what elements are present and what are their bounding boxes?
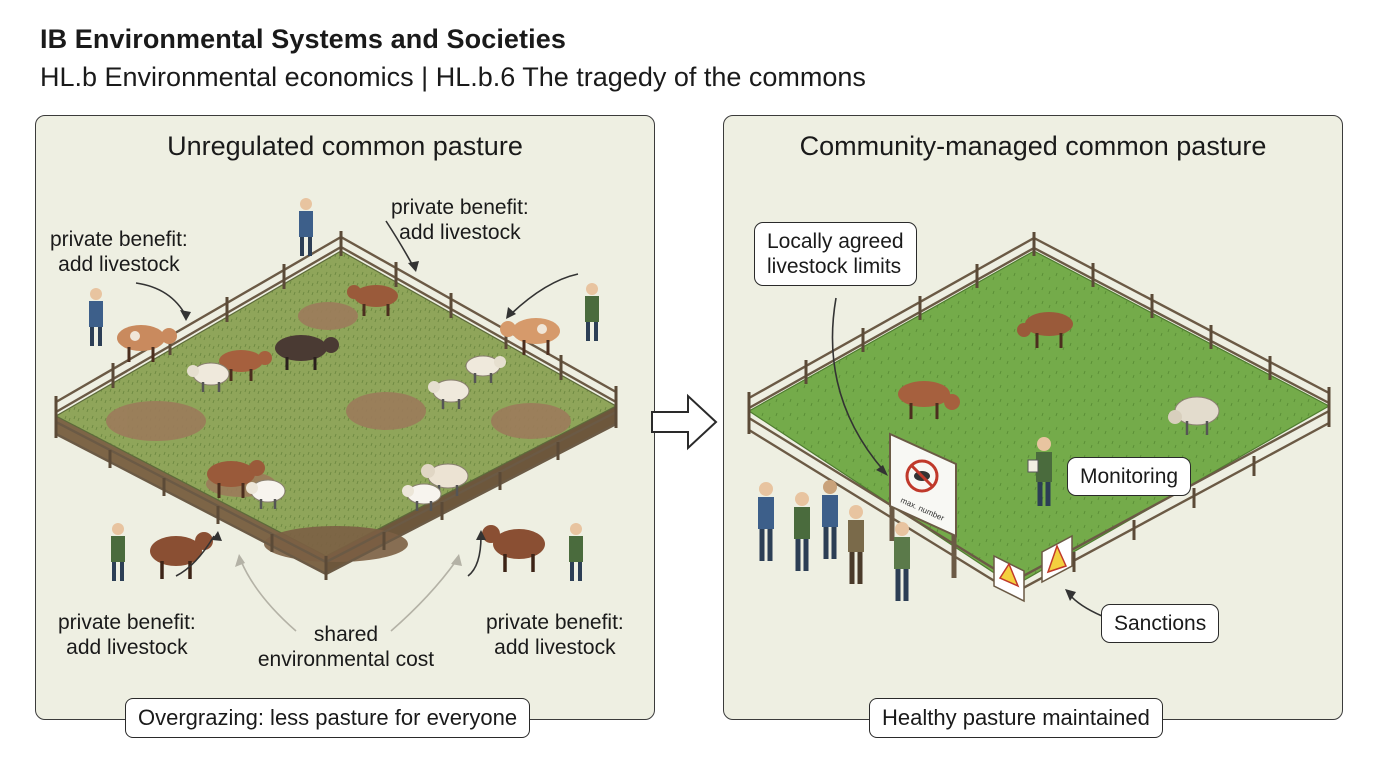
right-panel-title: Community-managed common pasture [799,131,1267,161]
monitor-person [1027,437,1052,506]
label-sanctions: Sanctions [1101,604,1220,643]
left-panel-title: Unregulated common pasture [167,131,523,161]
right-caption: Healthy pasture maintained [869,698,1163,738]
unregulated-pasture-panel: Unregulated common pasture private benef… [35,115,655,720]
rule-sign: max. number [889,432,957,578]
overgrazed-pasture-illustration [54,198,618,632]
left-caption: Overgrazing: less pasture for everyone [125,698,531,738]
sanction-warning-signs [993,534,1073,603]
healthy-pasture-illustration: max. number [747,232,1331,617]
label-pointer-heads [876,465,1076,601]
managed-fence-posts [747,232,1331,572]
transition-arrow-icon [651,393,718,451]
benefit-arrowheads [180,261,516,541]
limited-livestock [898,312,1220,435]
label-top-left: private benefit:add livestock [50,228,188,276]
cost-arrowheads [235,554,462,567]
cost-arrows [240,560,457,632]
soil-edge-right [326,406,616,574]
label-monitoring: Monitoring [1067,457,1192,496]
soil-edge-left [56,416,326,574]
fence-left [55,235,342,576]
managed-pasture-panel: max. number [723,115,1343,720]
label-bottom-left: private benefit:add livestock [58,611,196,659]
page-subtitle: HL.b Environmental economics | HL.b.6 Th… [40,62,866,92]
farmers-adding-livestock [89,198,599,581]
benefit-arrows [135,220,579,577]
fence-right [325,235,617,576]
page-title: IB Environmental Systems and Societies [40,24,566,54]
label-bottom-right: private benefit:add livestock [486,611,624,659]
label-top-right: private benefit:add livestock [391,196,529,244]
community-group [758,480,910,601]
crowded-livestock [187,285,506,511]
